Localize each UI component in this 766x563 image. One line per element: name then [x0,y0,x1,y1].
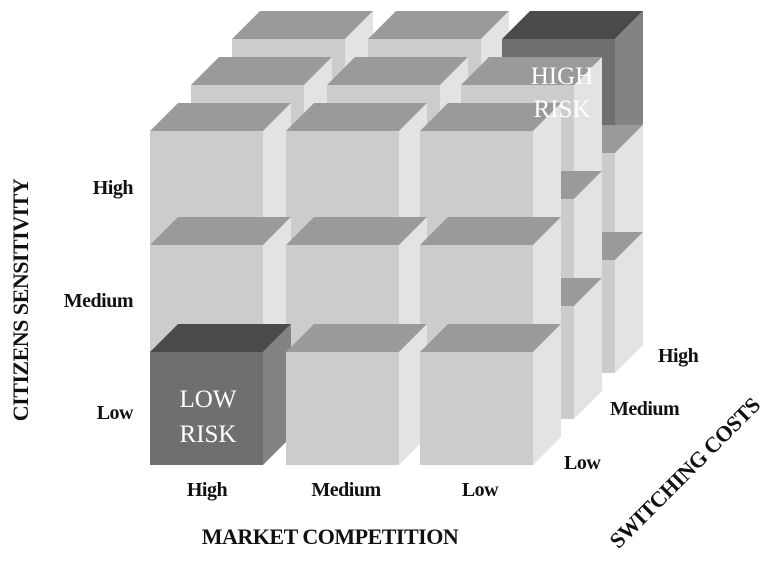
cube-top-face [420,324,561,352]
cube-side-face [263,103,291,244]
cube-top-face [368,11,509,39]
low-risk-label-line2: RISK [180,421,237,448]
x-label-low: Low [462,479,499,501]
z-label-high: High [658,345,699,367]
cube-r0-c0-d0 [150,103,291,244]
cube-side-face [574,171,602,312]
cube-front-face [420,352,533,465]
y-label-high: High [93,177,134,199]
y-label-low: Low [97,402,134,424]
low-risk-label-line1: LOW [180,386,237,413]
z-label-medium: Medium [610,398,680,420]
cube-side-face [533,324,561,465]
high-risk-label-line2: RISK [534,96,591,123]
y-label-medium: Medium [64,290,134,312]
cube-front-face [286,131,399,244]
cube-r2-c2-d0 [420,324,561,465]
cube-front-face [286,352,399,465]
cube-top-face [420,217,561,245]
cube-top-face [150,217,291,245]
cube-top-face [232,11,373,39]
y-axis-title: CITIZENS SENSITIVITY [8,178,33,421]
high-risk-label-line1: HIGH [531,63,594,90]
x-label-high: High [187,479,228,501]
cube-r0-c2-d0 [420,103,561,244]
x-label-medium: Medium [311,479,381,501]
cube-side-face [615,11,643,152]
cube-side-face [263,217,291,358]
low-risk-cube [150,324,291,465]
cube-side-face [263,324,291,465]
cube-top-face [150,103,291,131]
cube-side-face [615,232,643,373]
cube-top-face [286,103,427,131]
cube-front-face [150,352,263,465]
cube-side-face [533,103,561,244]
cube-side-face [615,125,643,266]
z-label-low: Low [564,452,601,474]
cube-top-face [420,103,561,131]
cube-top-face [461,57,602,85]
cube-r2-c1-d0 [286,324,427,465]
cube-side-face [533,217,561,358]
cube-top-face [502,11,643,39]
cube-front-face [420,131,533,244]
cube-top-face [191,57,332,85]
cube-front-face [150,131,263,244]
cube-top-face [150,324,291,352]
cube-top-face [286,324,427,352]
cube-side-face [574,278,602,419]
x-axis-title: MARKET COMPETITION [202,524,459,549]
cube-top-face [327,57,468,85]
cube-side-face [574,57,602,198]
cube-top-face [286,217,427,245]
cube-grid [150,11,643,465]
